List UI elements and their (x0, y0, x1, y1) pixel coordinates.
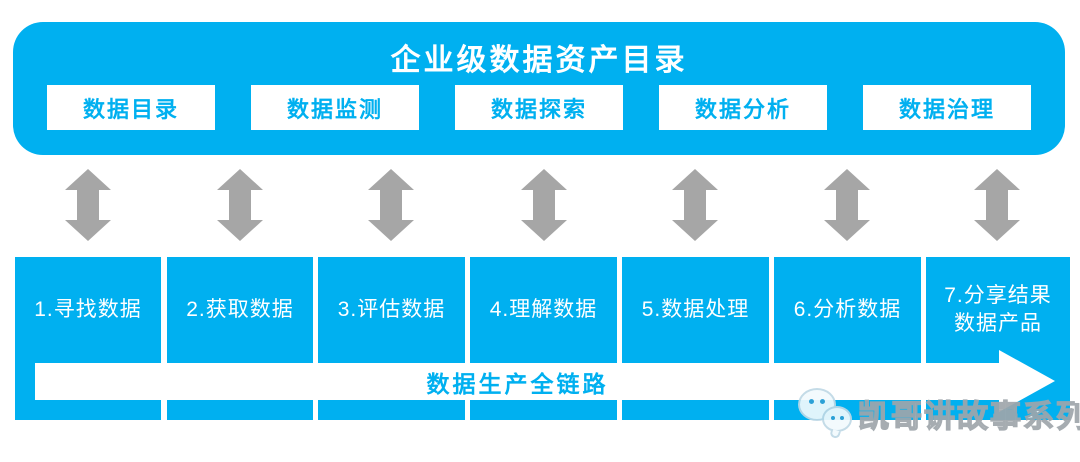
step-label: 7.分享结果 数据产品 (926, 257, 1070, 363)
step-label-line2: 数据产品 (954, 312, 1042, 335)
step-label: 5.数据处理 (641, 297, 750, 321)
capability-data-analysis: 数据分析 (659, 85, 827, 130)
double-vertical-arrow-icon (368, 169, 414, 241)
capability-data-governance: 数据治理 (863, 85, 1031, 130)
capability-data-monitoring: 数据监测 (251, 85, 419, 130)
banner-title: 企业级数据资产目录 (390, 44, 688, 77)
watermark: 凯哥讲故事系列 (796, 388, 1080, 440)
step-label: 1.寻找数据 (34, 297, 142, 321)
catalog-banner: 企业级数据资产目录 数据目录 数据监测 数据探索 数据分析 数据治理 (13, 22, 1065, 155)
wechat-icon (796, 388, 854, 440)
watermark-text: 凯哥讲故事系列 (857, 398, 1080, 434)
double-vertical-arrow-icon (217, 169, 263, 241)
production-chain-arrow: 数据生产全链路 (35, 363, 1000, 400)
step-label: 2.获取数据 (186, 297, 294, 321)
double-vertical-arrow-icon (974, 169, 1020, 241)
capability-data-exploration: 数据探索 (455, 85, 623, 130)
capability-data-catalog: 数据目录 (47, 85, 215, 130)
double-vertical-arrow-icon (521, 169, 567, 241)
double-vertical-arrow-icon (672, 169, 718, 241)
production-chain-label: 数据生产全链路 (426, 370, 609, 397)
step-label: 3.评估数据 (337, 297, 446, 321)
capability-button-row: 数据目录 数据监测 数据探索 数据分析 数据治理 (13, 85, 1065, 130)
step-label-line1: 7.分享结果 (944, 283, 1052, 307)
step-label: 4.理解数据 (489, 297, 598, 321)
step-label: 6.分析数据 (793, 297, 902, 321)
double-vertical-arrow-icon (65, 169, 111, 241)
double-vertical-arrow-icon (824, 169, 870, 241)
right-arrowhead-icon (999, 350, 1055, 412)
